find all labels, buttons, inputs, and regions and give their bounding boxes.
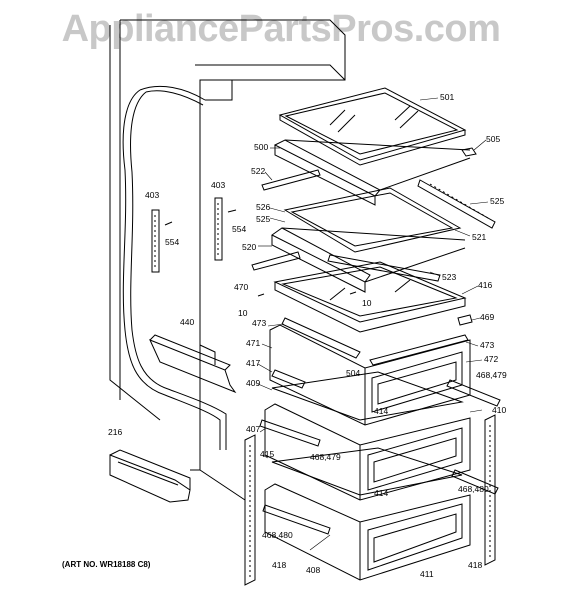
- glass-shelf-501: [278, 87, 467, 166]
- gasket-loop: [122, 85, 227, 450]
- part-label-468-479: 468,479: [310, 452, 341, 462]
- part-label-468-479: 468,479: [476, 370, 507, 380]
- cover-414-lower: [271, 447, 463, 496]
- part-label-216: 216: [108, 427, 122, 437]
- part-label-473: 473: [252, 318, 266, 328]
- slide-417: [271, 369, 306, 389]
- slide-407: [259, 419, 321, 447]
- cabinet-outline: [109, 19, 346, 501]
- part-label-418: 418: [272, 560, 286, 570]
- screw-10: [257, 293, 265, 297]
- cap-469: [457, 314, 473, 326]
- slide-523: [327, 254, 441, 282]
- slide-522: [261, 169, 321, 191]
- rail-418-left: [244, 434, 256, 586]
- part-label-403: 403: [211, 180, 225, 190]
- part-label-409: 409: [246, 378, 260, 388]
- slide-473-left: [281, 317, 361, 359]
- part-label-440: 440: [180, 317, 194, 327]
- drawer-pan-472: [269, 324, 471, 426]
- part-labels: 501 505 500 522 526 525 525 521 520 523 …: [108, 92, 507, 579]
- slide-470: [251, 251, 301, 271]
- screw-554: [164, 209, 237, 226]
- part-label-414: 414: [374, 488, 388, 498]
- shelf-416: [273, 261, 467, 333]
- frame-500: [273, 139, 471, 206]
- part-label-470: 470: [234, 282, 248, 292]
- drawer-410: [264, 403, 471, 501]
- part-label-526: 526: [256, 202, 270, 212]
- part-label-414: 414: [374, 406, 388, 416]
- part-label-417: 417: [246, 358, 260, 368]
- shelf-521: [283, 187, 462, 253]
- part-label-469: 469: [480, 312, 494, 322]
- part-label-10: 10: [238, 308, 248, 318]
- leader-lines: [257, 97, 489, 551]
- part-label-521: 521: [472, 232, 486, 242]
- part-label-410: 410: [492, 405, 506, 415]
- part-label-416: 416: [478, 280, 492, 290]
- rail-418-right: [484, 414, 496, 566]
- slide-468-479-right: [446, 379, 501, 407]
- cover-414: [271, 371, 464, 421]
- part-label-522: 522: [251, 166, 265, 176]
- part-label-415: 415: [260, 449, 274, 459]
- drawer-411: [264, 483, 471, 581]
- slide-468-480-left: [262, 504, 331, 535]
- part-label-554: 554: [232, 224, 246, 234]
- part-label-500: 500: [254, 142, 268, 152]
- part-label-520: 520: [242, 242, 256, 252]
- part-label-407: 407: [246, 424, 260, 434]
- slide-473-right: [369, 334, 469, 366]
- frame-520: [271, 227, 466, 293]
- part-label-525: 525: [490, 196, 504, 206]
- part-label-411: 411: [420, 569, 434, 579]
- part-label-468-480: 468,480: [458, 484, 489, 494]
- part-label-471: 471: [246, 338, 260, 348]
- end-cap-505: [461, 147, 477, 157]
- part-label-408: 408: [306, 565, 320, 575]
- rail-403-right: [214, 197, 223, 261]
- bin-216: [109, 449, 191, 503]
- part-label-505: 505: [486, 134, 500, 144]
- part-label-418: 418: [468, 560, 482, 570]
- part-label-525: 525: [256, 214, 270, 224]
- part-label-10: 10: [362, 298, 372, 308]
- bracket-440: [149, 334, 237, 394]
- part-label-472: 472: [484, 354, 498, 364]
- part-label-473: 473: [480, 340, 494, 350]
- rail-403-left: [151, 209, 160, 273]
- art-number: (ART NO. WR18188 C8): [62, 560, 151, 569]
- part-label-468-480: 468,480: [262, 530, 293, 540]
- watermark: AppliancePartsPros.com: [61, 8, 501, 50]
- part-label-554: 554: [165, 237, 179, 247]
- part-label-523: 523: [442, 272, 456, 282]
- part-label-504: 504: [346, 368, 360, 378]
- part-label-403: 403: [145, 190, 159, 200]
- screw-10b: [349, 291, 357, 295]
- part-label-501: 501: [440, 92, 454, 102]
- slide-525: [417, 179, 496, 229]
